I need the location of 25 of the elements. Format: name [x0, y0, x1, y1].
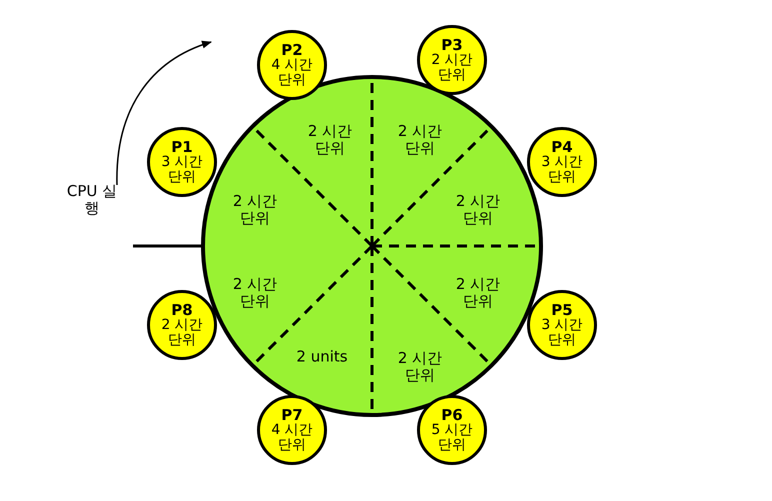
direction-label: CPU 실행 [66, 183, 118, 217]
sector-label: 2 시간 단위 [454, 193, 502, 227]
process-name: P2 [281, 42, 303, 58]
process-name: P5 [551, 302, 573, 318]
sector-label: 2 시간 단위 [454, 276, 502, 310]
time-quantum: 3 시간 단위 [160, 154, 204, 184]
process-name: P3 [441, 38, 463, 52]
process-name: P7 [281, 408, 303, 422]
process-name: P1 [171, 140, 193, 154]
sector-label: 2 시간 단위 [396, 350, 444, 384]
sector-label: 2 시간 단위 [396, 123, 444, 157]
sector-label: 2 시간 단위 [232, 276, 278, 310]
sector-label: 2 시간 단위 [232, 193, 278, 227]
time-quantum: 4 시간 단위 [270, 58, 314, 88]
time-quantum: 4 시간 단위 [270, 422, 314, 452]
sector-label: 2 units [295, 348, 349, 366]
process-name: P8 [171, 302, 193, 318]
time-quantum: 3 시간 단위 [540, 154, 584, 184]
time-quantum: 5 시간 단위 [430, 422, 474, 452]
sector-label: 2 시간 단위 [306, 123, 354, 157]
time-quantum: 3 시간 단위 [540, 318, 584, 348]
process-name: P4 [551, 140, 573, 154]
time-quantum: 2 시간 단위 [430, 52, 474, 82]
process-name: P6 [441, 408, 463, 422]
time-quantum: 2 시간 단위 [160, 318, 204, 348]
